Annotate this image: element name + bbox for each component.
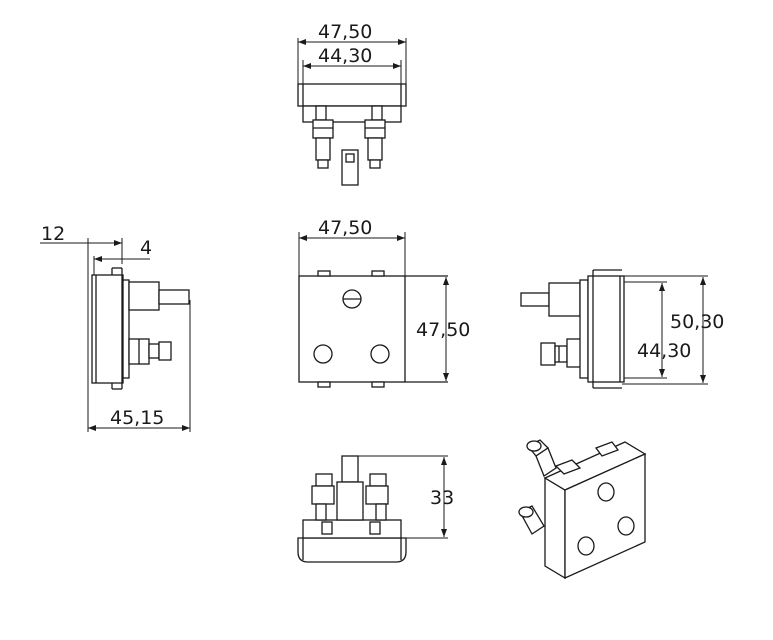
dim-right-inner-height: 44,30 (637, 340, 691, 362)
dim-top-outer-width: 47,50 (318, 21, 372, 43)
dim-right-outer-height: 50,30 (670, 311, 724, 333)
dim-top-inner-width: 44,30 (318, 45, 372, 67)
bottom-view: 33 (297, 455, 454, 563)
left-side-view: 12 4 45,15 (40, 223, 191, 432)
right-side-view: 50,30 44,30 (520, 269, 724, 389)
dim-bottom-height: 33 (430, 487, 454, 509)
dim-left-4: 4 (140, 237, 152, 259)
isometric-view (518, 439, 647, 580)
dim-left-12: 12 (41, 223, 65, 245)
dim-front-width: 47,50 (318, 217, 372, 239)
dim-front-height: 47,50 (416, 319, 470, 341)
top-view: 47,50 44,30 (297, 21, 407, 186)
dim-left-depth: 45,15 (110, 407, 164, 429)
front-view: 47,50 47,50 (298, 217, 470, 388)
